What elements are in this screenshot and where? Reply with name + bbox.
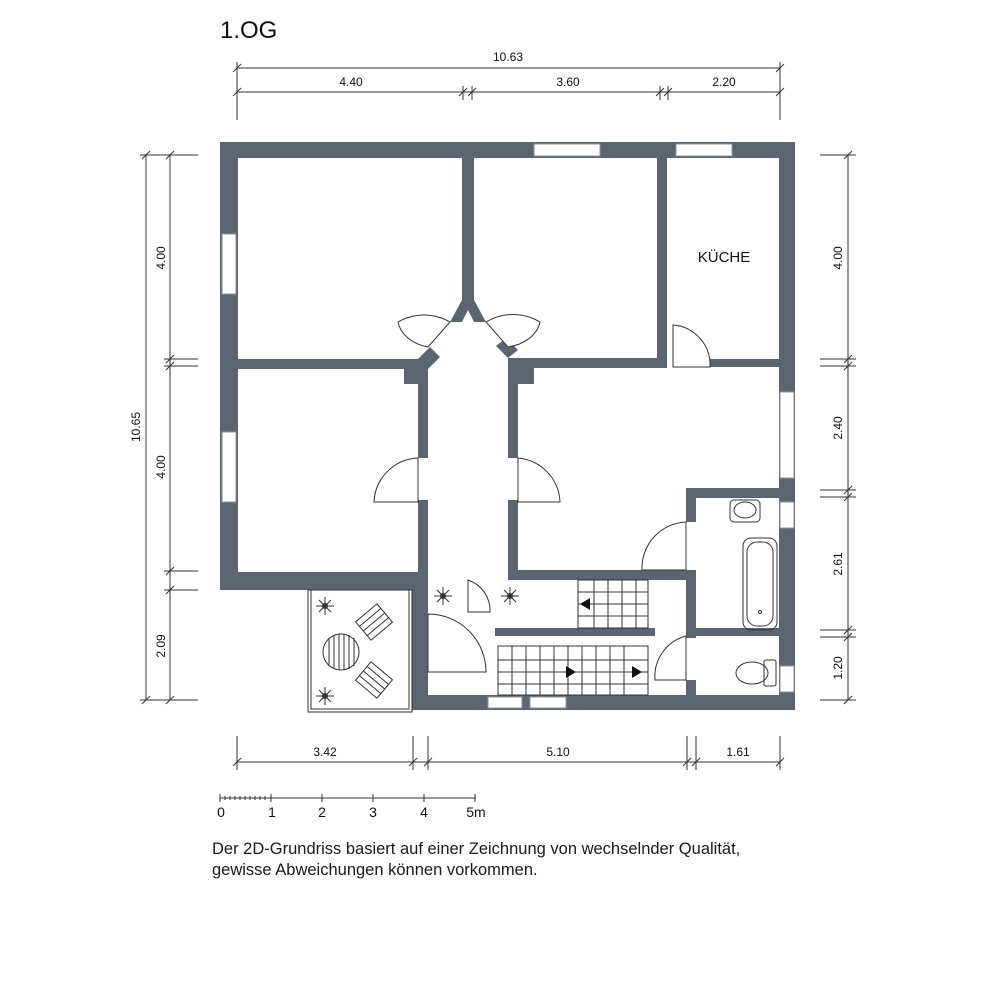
balcony [307, 587, 519, 713]
disclaimer-line-2: gewisse Abweichungen können vorkommen. [212, 861, 538, 879]
table-icon [322, 633, 360, 671]
toilet-icon [735, 659, 777, 687]
plant-icon [316, 687, 334, 705]
dimension-lines [140, 62, 856, 770]
disclaimer: Der 2D-Grundriss basiert auf einer Zeich… [212, 839, 852, 881]
stair-arrow-icon [566, 666, 576, 678]
scale-label-2: 2 [318, 804, 326, 820]
scale-bar [219, 794, 476, 802]
dim-right-segment-2: 2.40 [831, 416, 845, 440]
dim-left-segment-3: 2.09 [154, 634, 168, 658]
dim-bottom-segment-2: 5.10 [546, 745, 570, 759]
dim-left-total: 10.65 [129, 412, 143, 442]
dim-right-segment-4: 1.20 [831, 656, 845, 680]
lounge-chair-icon [354, 603, 394, 641]
dim-bottom-segment-1: 3.42 [313, 745, 337, 759]
stair-arrow-icon [580, 598, 590, 610]
scale-label-0: 0 [217, 804, 225, 820]
bathroom-fixtures [729, 499, 778, 687]
disclaimer-line-1: Der 2D-Grundriss basiert auf einer Zeich… [212, 840, 741, 858]
bathtub-icon [742, 537, 778, 631]
dim-top-segment-3: 2.20 [712, 75, 736, 89]
floor-title: 1.OG [220, 17, 277, 44]
dim-top-total: 10.63 [493, 50, 523, 64]
staircase [497, 579, 649, 696]
windows [221, 143, 795, 709]
walls [220, 142, 795, 710]
scale-label-5m: 5m [466, 804, 485, 820]
plant-icon [501, 587, 519, 605]
scale-label-4: 4 [420, 804, 428, 820]
dim-left-segment-1: 4.00 [154, 246, 168, 270]
sink-icon [729, 499, 761, 523]
room-label-kitchen: KÜCHE [698, 248, 751, 266]
dim-right-segment-3: 2.61 [831, 552, 845, 576]
scale-label-1: 1 [268, 804, 276, 820]
lounge-chair-icon [354, 661, 394, 699]
dim-top-segment-1: 4.40 [339, 75, 363, 89]
dim-top-segment-2: 3.60 [556, 75, 580, 89]
doors [373, 313, 711, 681]
dim-left-segment-2: 4.00 [154, 455, 168, 479]
dim-right-segment-1: 4.00 [831, 246, 845, 270]
stair-arrow-icon [632, 666, 642, 678]
dim-bottom-segment-3: 1.61 [726, 745, 750, 759]
plant-icon [434, 587, 452, 605]
plant-icon [316, 597, 334, 615]
scale-label-3: 3 [369, 804, 377, 820]
